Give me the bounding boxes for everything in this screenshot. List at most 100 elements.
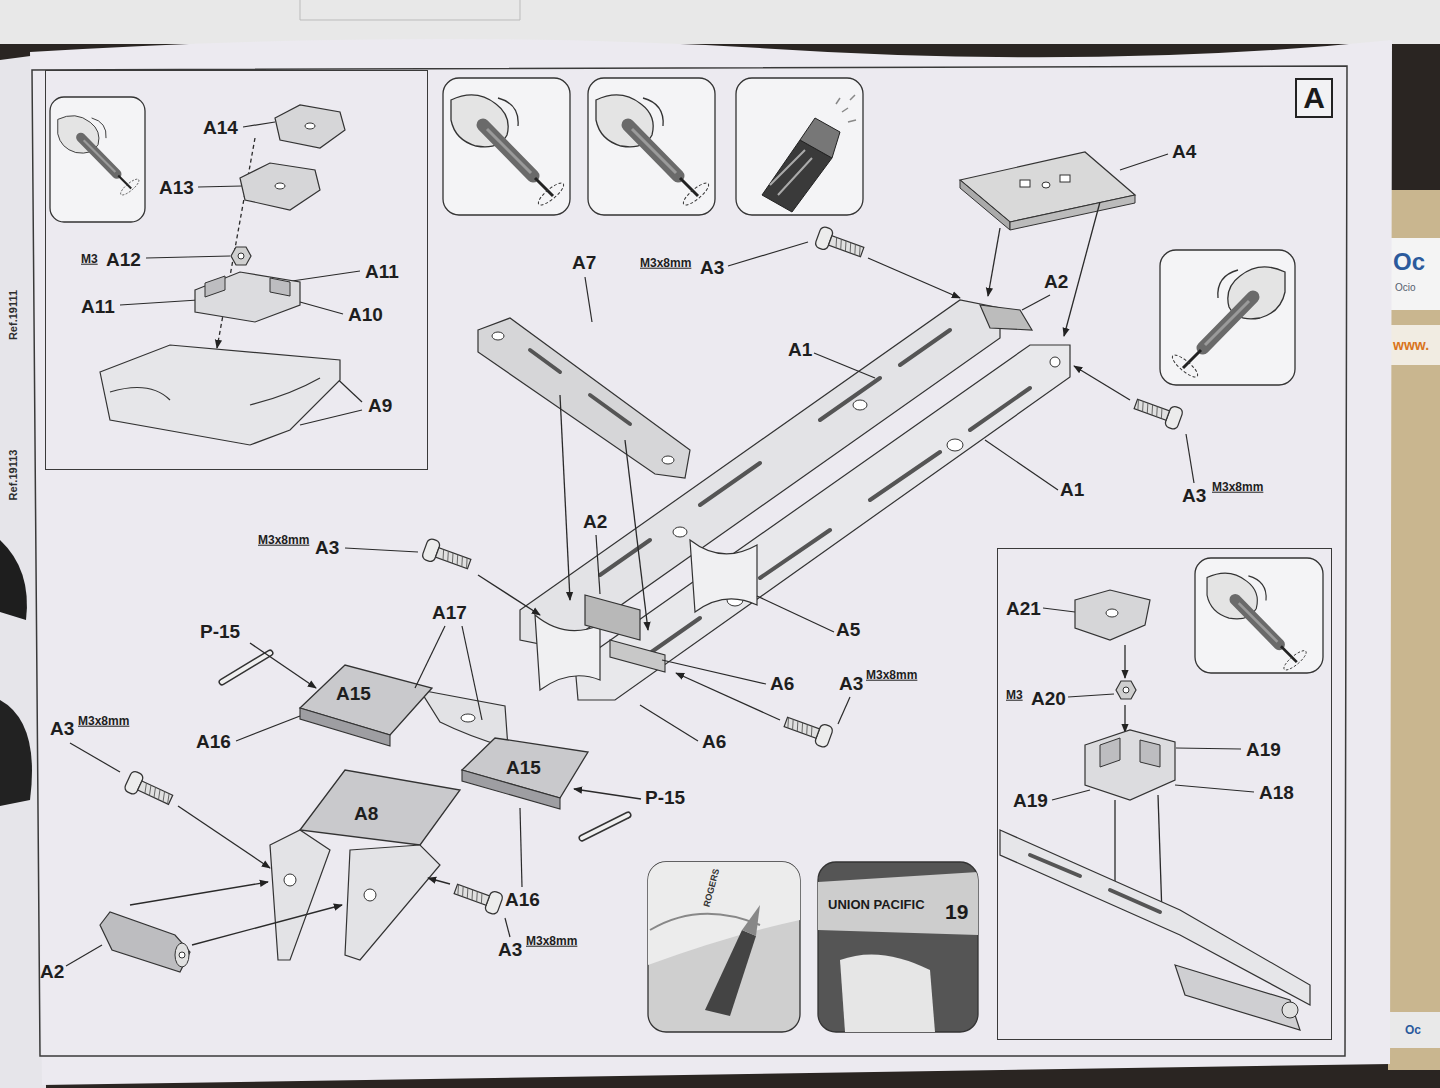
screw-symbol	[452, 879, 504, 916]
part-label: A3	[315, 538, 339, 558]
part-label: A10	[348, 305, 383, 325]
chassis-parts	[853, 400, 867, 410]
tool-icon	[50, 97, 145, 222]
inset-parts	[1075, 590, 1150, 640]
leader-line	[596, 535, 600, 594]
ref-number: Ref.19111	[8, 290, 20, 340]
screw-symbol	[123, 226, 1183, 916]
part-label: A2	[40, 962, 64, 982]
leader-line	[120, 300, 198, 305]
inset-parts	[240, 163, 320, 210]
leader-line	[300, 410, 362, 425]
screw-symbol	[814, 226, 866, 263]
part-label: A3	[498, 940, 522, 960]
screw-spec: M3x8mm	[1212, 481, 1263, 494]
part-label: A1	[1060, 480, 1084, 500]
inset-panel: A14A13M3A12A11A11A10A9	[45, 70, 428, 470]
tool-icon	[1160, 250, 1295, 385]
leader-line	[198, 186, 242, 187]
tool-icon	[58, 116, 141, 198]
part-label: P-15	[200, 622, 240, 642]
tool-icon	[50, 78, 1323, 673]
sticker-photo	[650, 914, 760, 930]
ref-number: Ref.19113	[8, 450, 20, 501]
part-label: A18	[1259, 783, 1294, 803]
part-label: A11	[365, 262, 399, 282]
part-label: A12	[106, 250, 141, 270]
chassis-parts	[478, 318, 690, 478]
sticker-photo	[818, 862, 978, 1032]
assembly-arrow	[625, 440, 648, 630]
photo-text: 19	[945, 901, 968, 923]
tool-icon	[1207, 573, 1309, 673]
chassis-parts	[492, 332, 504, 340]
leader-line	[985, 440, 1058, 490]
part-label: A2	[1044, 272, 1068, 292]
inset-parts	[110, 378, 320, 405]
inset-parts	[1030, 855, 1160, 912]
leader-line	[814, 353, 875, 378]
assembly-arrow	[676, 673, 780, 720]
chassis-parts	[575, 345, 1070, 700]
tool-icon	[736, 78, 863, 215]
sticker-photo	[648, 862, 978, 1032]
leader-line	[838, 697, 850, 724]
part-label: M3	[1006, 689, 1023, 702]
part-label: A15	[336, 684, 371, 704]
part-label: A19	[1013, 791, 1048, 811]
part-label: A16	[196, 732, 231, 752]
part-label: A17	[432, 603, 467, 623]
part-label: A20	[1031, 689, 1066, 709]
part-label: A9	[368, 396, 392, 416]
part-label: P-15	[645, 788, 685, 808]
chassis-parts	[960, 152, 1135, 222]
assembly-arrow	[988, 228, 1000, 296]
part-label: A3	[700, 258, 724, 278]
sticker-photo	[648, 862, 800, 965]
part-label: A3	[839, 674, 863, 694]
photo-background	[1388, 325, 1440, 365]
leader-line	[1068, 694, 1114, 697]
leader-line	[1186, 434, 1194, 483]
tool-icon	[451, 95, 566, 208]
photo-background	[1388, 1012, 1440, 1048]
part-label: A1	[788, 340, 812, 360]
tool-icon	[800, 118, 840, 158]
chassis-parts	[300, 708, 390, 746]
assembly-arrow	[1074, 366, 1130, 400]
tool-icon	[1195, 558, 1323, 673]
part-label: A5	[836, 620, 860, 640]
screw-spec: M3x8mm	[640, 257, 691, 270]
photo-background	[1388, 238, 1440, 310]
part-label: A19	[1246, 740, 1281, 760]
leader-line	[1043, 608, 1075, 612]
leader-line	[520, 808, 522, 887]
assembly-arrow	[868, 258, 960, 298]
assembly-arrow	[1064, 202, 1100, 336]
photo-background	[0, 540, 27, 620]
screw-spec: M3x8mm	[258, 534, 309, 547]
chassis-parts	[947, 439, 963, 451]
chassis-parts	[1010, 195, 1135, 230]
brand-text: www.	[1393, 338, 1429, 353]
inset-parts	[1123, 687, 1129, 693]
brand-text: Oc	[1393, 249, 1425, 274]
leader-line	[728, 242, 808, 266]
assembly-arrow	[192, 905, 342, 945]
inset-parts	[100, 345, 340, 445]
assembly-arrow	[478, 575, 540, 615]
tool-icon	[588, 78, 715, 215]
assembly-arrow	[428, 878, 450, 884]
chassis-parts	[179, 952, 185, 958]
sticker-photo	[705, 930, 756, 1016]
leader-line	[640, 705, 698, 741]
leader-line	[462, 626, 482, 720]
leader-line	[505, 918, 510, 937]
tool-icon	[596, 95, 711, 208]
chassis-parts	[673, 527, 687, 537]
inset-parts	[100, 105, 1310, 1030]
assembly-arrow	[1124, 705, 1125, 732]
photo-background	[0, 0, 1440, 44]
